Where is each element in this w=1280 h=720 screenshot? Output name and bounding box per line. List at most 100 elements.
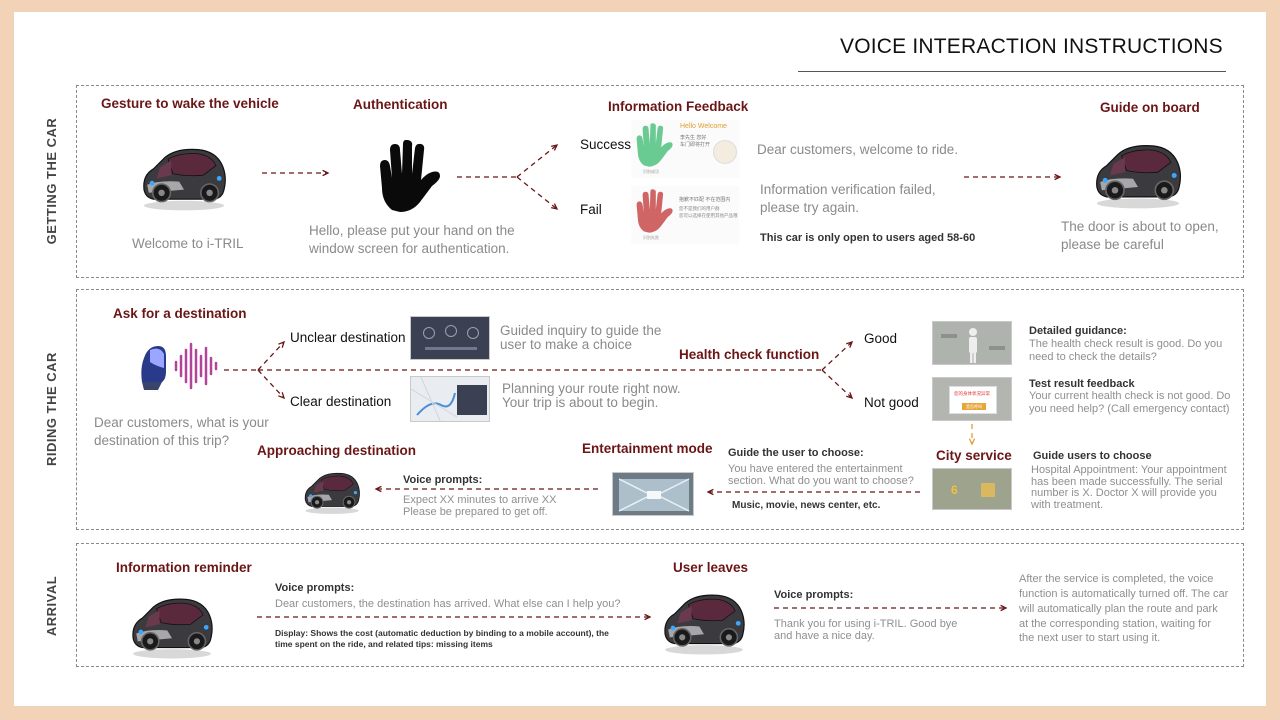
choice-screen [410, 316, 490, 360]
approaching-text: Expect XX minutes to arrive XX Please be… [403, 494, 557, 518]
arrow-feedback-to-guide-head [1054, 173, 1062, 181]
leaves-text: Thank you for using i-TRIL. Good bye and… [774, 618, 958, 642]
clear-destination-text: Planning your route right now. Your trip… [502, 381, 681, 411]
arrow-branch-fail [516, 176, 558, 210]
voice-assistant-icon [141, 342, 218, 390]
wake-heading: Gesture to wake the vehicle [101, 96, 279, 111]
health-good-label: Good [864, 331, 898, 346]
connector-arrows [224, 144, 1062, 621]
health-good-title: Detailed guidance: [1029, 325, 1127, 337]
approaching-heading: Approaching destination [257, 443, 417, 458]
body-scan-icon [941, 328, 1005, 363]
arrow-health-to-city-head [968, 438, 976, 446]
auth-caption: Hello, please put your hand on the windo… [309, 223, 515, 257]
entertainment-heading: Entertainment mode [582, 441, 713, 456]
arrow-health-notgood [821, 369, 853, 399]
feedback-heading: Information Feedback [608, 99, 749, 114]
title-underline [798, 71, 1226, 72]
guide-heading: Guide on board [1100, 100, 1200, 115]
final-service-note: After the service is completed, the voic… [1019, 573, 1229, 645]
fail-screen: 抱歉不匹配 不在范围内 您不是我们的用户群 您可以选择在使用其他产品哦 识别失败 [631, 186, 739, 244]
page-title: VOICE INTERACTION INSTRUCTIONS [840, 35, 1223, 58]
screen-fail-foot: 识别失败 [643, 235, 659, 240]
destination-caption: Dear customers, what is your destination… [94, 415, 269, 449]
choice-option-icon [445, 325, 457, 337]
arrow-reminder-to-leaves-head [644, 613, 652, 621]
alert-text: 您的身体状况异常 [954, 391, 990, 396]
clear-destination-label: Clear destination [290, 394, 392, 409]
alert-dialog: 您的身体状况异常 是否呼叫 [949, 386, 997, 414]
choice-option-icon [423, 327, 435, 339]
arrow-health-good-head [846, 340, 854, 348]
arrow-branch-clear-head [278, 392, 286, 400]
guide-caption: The door is about to open, please be car… [1061, 219, 1219, 253]
unclear-destination-label: Unclear destination [290, 330, 406, 345]
reminder-text: Dear customers, the destination has arri… [275, 598, 621, 610]
arrow-entertainment-to-approaching-head [374, 485, 382, 493]
arrow-branch-fail-head [551, 203, 559, 210]
arrow-leaves-to-final-head [1000, 604, 1008, 612]
screen-success-line-2: 车门即将打开 [680, 142, 711, 148]
screen-fail-line-3: 您可以选择在使用其他产品哦 [679, 213, 738, 218]
screen-welcome-text: Hello Welcome [680, 123, 727, 130]
health-good-text: The health check result is good. Do you … [1029, 338, 1223, 364]
success-message: Dear customers, welcome to ride. [757, 142, 959, 157]
reminder-heading: Information reminder [116, 560, 252, 575]
leaves-title: Voice prompts: [774, 589, 854, 601]
section-arrival [76, 543, 1244, 667]
entertainment-text: You have entered the entertainment secti… [728, 463, 914, 487]
destination-heading: Ask for a destination [113, 306, 247, 321]
city-service-title: Guide users to choose [1033, 450, 1152, 462]
hospital-icon [981, 483, 995, 497]
arrow-health-notgood-head [846, 392, 854, 400]
user-leaves-heading: User leaves [673, 560, 749, 575]
user-avatar [713, 140, 737, 164]
city-service-heading: City service [936, 448, 1012, 463]
arrow-branch-success-head [551, 144, 559, 151]
success-hand-icon [636, 123, 673, 167]
arrow-branch-unclear [257, 341, 285, 371]
arrow-wake-to-auth-head [322, 169, 330, 177]
entertainment-note: Music, movie, news center, etc. [732, 500, 881, 511]
route-map [411, 377, 487, 421]
health-heading: Health check function [679, 347, 820, 362]
section-riding-the-car [76, 289, 1244, 530]
route-map-screen [410, 376, 490, 422]
arrow-city-to-entertainment-head [706, 488, 714, 496]
call-button[interactable]: 是否呼叫 [962, 403, 986, 410]
health-alert-screen: 您的身体状况异常 是否呼叫 [932, 377, 1012, 421]
fail-hand-icon [636, 189, 673, 233]
arrow-health-good [821, 341, 853, 371]
choice-bar [425, 347, 477, 350]
screen-fail-line-1: 抱歉不匹配 不在范围内 [679, 197, 731, 203]
success-label: Success [580, 137, 632, 152]
approaching-title: Voice prompts: [403, 474, 483, 486]
screen-success-foot: 识别成功 [643, 169, 659, 174]
arrow-branch-clear [257, 369, 285, 399]
screen-fail-line-2: 您不是我们的用户群 [679, 206, 720, 211]
city-service-text: Hospital Appointment: Your appointment h… [1031, 464, 1227, 511]
arrow-branch-success [516, 144, 558, 178]
fail-message: Information verification failed, please … [760, 182, 936, 216]
reminder-title: Voice prompts: [275, 582, 355, 594]
entertainment-screen [612, 472, 694, 516]
unclear-destination-text: Guided inquiry to guide the user to make… [500, 323, 662, 353]
fail-note: This car is only open to users aged 58-6… [760, 232, 976, 244]
health-good-screen [932, 321, 1012, 365]
entertainment-title: Guide the user to choose: [728, 447, 864, 459]
fail-label: Fail [580, 202, 602, 217]
instruction-board: VOICE INTERACTION INSTRUCTIONS GETTING T… [14, 12, 1266, 706]
hand-icon [380, 140, 440, 212]
section-getting-the-car [76, 85, 1244, 278]
health-bad-text: Your current health check is not good. D… [1029, 390, 1231, 416]
health-bad-title: Test result feedback [1029, 378, 1135, 390]
city-service-screen: 6 [932, 468, 1012, 510]
health-notgood-label: Not good [864, 395, 919, 410]
reminder-display-note: Display: Shows the cost (automatic deduc… [275, 628, 609, 650]
success-screen: Hello Welcome 李先生 您好 车门即将打开 识别成功 [631, 120, 739, 178]
media-tunnel-icon [618, 478, 690, 512]
wake-caption: Welcome to i-TRIL [132, 236, 244, 251]
choice-option-icon [467, 327, 479, 339]
auth-heading: Authentication [353, 97, 448, 112]
screen-success-line-1: 李先生 您好 [680, 135, 707, 141]
